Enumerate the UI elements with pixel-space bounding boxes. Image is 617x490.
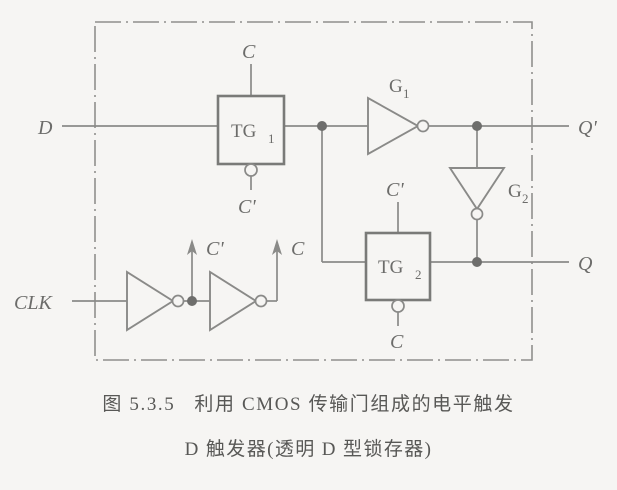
g1-subscript: 1 xyxy=(403,86,410,101)
g2-triangle xyxy=(448,167,506,211)
junction-dots xyxy=(187,121,482,306)
g2-label: G xyxy=(508,181,522,202)
label-q-bar-output: Q' xyxy=(578,117,597,139)
inverter-g1[interactable]: G 1 xyxy=(367,76,430,156)
tg2-label: TG xyxy=(378,257,404,278)
arrowhead-cbar xyxy=(187,239,197,255)
inv-clk-1-triangle xyxy=(126,270,175,332)
caption-line-1: 图 5.3.5 利用 CMOS 传输门组成的电平触发 xyxy=(102,394,515,415)
inverter-clk-1[interactable] xyxy=(126,270,185,332)
label-q-output: Q xyxy=(578,253,593,275)
inv-clk-2-output-bubble xyxy=(254,294,268,308)
tg1-subscript: 1 xyxy=(268,131,275,146)
junction-node-clk xyxy=(187,296,197,306)
caption-line-2: D 触发器(透明 D 型锁存器) xyxy=(184,439,433,460)
junction-node-q xyxy=(472,257,482,267)
inverter-g2[interactable]: G 2 xyxy=(448,167,529,221)
g1-triangle xyxy=(367,96,420,156)
tg2-subscript: 2 xyxy=(415,267,422,282)
arrowhead-c xyxy=(272,239,282,255)
transmission-gate-tg2[interactable]: TG 2 xyxy=(364,231,432,313)
label-tg1-bottom-control: C' xyxy=(238,196,256,218)
g2-output-bubble xyxy=(470,207,484,221)
label-clk-input: CLK xyxy=(14,292,53,314)
boundary-box xyxy=(94,21,533,361)
g1-output-bubble xyxy=(416,119,430,133)
label-d-input: D xyxy=(37,117,53,139)
g1-label: G xyxy=(389,76,403,97)
inverter-clk-2[interactable] xyxy=(209,270,268,332)
tg2-bottom-bubble xyxy=(391,299,405,313)
g2-subscript: 2 xyxy=(522,191,529,206)
inv-clk-2-triangle xyxy=(209,270,258,332)
label-clock-bar-tap: C' xyxy=(206,238,224,260)
junction-node-a xyxy=(317,121,327,131)
inv-clk-1-output-bubble xyxy=(171,294,185,308)
label-tg2-top-control: C' xyxy=(386,179,404,201)
tg1-label: TG xyxy=(231,121,257,142)
signal-labels: D CLK Q' Q C C' C' C C' C xyxy=(14,41,597,353)
label-tg2-bottom-control: C xyxy=(390,331,404,353)
figure-caption: 图 5.3.5 利用 CMOS 传输门组成的电平触发 D 触发器(透明 D 型锁… xyxy=(0,382,617,472)
tg1-bottom-bubble xyxy=(244,163,258,177)
control-arrowheads xyxy=(187,239,282,255)
junction-node-qbar xyxy=(472,121,482,131)
label-tg1-top-control: C xyxy=(242,41,256,63)
transmission-gate-tg1[interactable]: TG 1 xyxy=(216,94,286,177)
wire-network xyxy=(62,64,569,326)
label-clock-true-tap: C xyxy=(291,238,305,260)
